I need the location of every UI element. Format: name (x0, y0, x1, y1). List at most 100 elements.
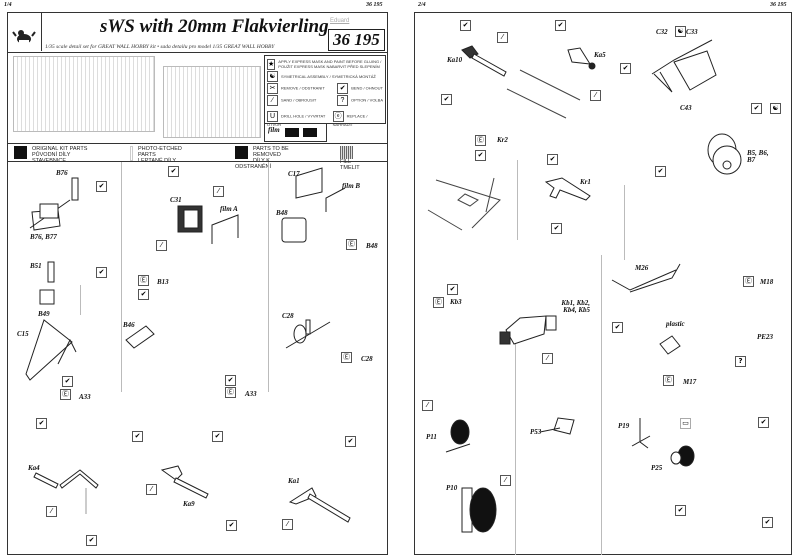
drawing-p53 (539, 417, 575, 435)
film-a-label: film A (220, 205, 238, 213)
right-page-frame (414, 12, 792, 555)
drawing-p19 (631, 418, 651, 449)
option-icon: ? (735, 356, 746, 367)
key-label-en: FILL (340, 159, 352, 165)
part-label-ka9: Ka9 (183, 500, 195, 508)
yin-yang-icon: ☯ (675, 26, 686, 37)
bend-icon: ✔ (762, 517, 773, 528)
bend-icon: ✔ (447, 284, 458, 295)
bend-icon: ✔ (547, 154, 558, 165)
part-label-kb-group: Kb1, Kb2, Kb4, Kb5 (561, 299, 590, 314)
replace-ref-a33: A33 (245, 390, 257, 398)
part-label-c43: C43 (680, 104, 692, 112)
drawing-ka10 (461, 45, 507, 77)
bend-icon: ✔ (226, 520, 237, 531)
replace-icon: Ⓔ (138, 275, 149, 286)
yin-yang-icon: ☯ (770, 103, 781, 114)
bend-icon: ✔ (225, 375, 236, 386)
sand-icon: ∕ (267, 94, 278, 106)
part-label-m26: M26 (635, 264, 649, 272)
step-divider (80, 285, 81, 315)
bend-icon: ✔ (555, 20, 566, 31)
bend-icon: ✔ (138, 289, 149, 300)
replace-ref-m17: M17 (683, 378, 697, 386)
legend-row-symmetric: ☯ SYMETRICAL ASSEMBLY / SYMETRICKÁ MONTÁ… (267, 70, 383, 82)
key-fill: FILL TMELIT (340, 146, 360, 171)
bend-icon: ✔ (460, 20, 471, 31)
bend-icon: ✔ (168, 166, 179, 177)
legend-row-remove-bend: ✂REMOVE / ODSTRANIT ✔BEND / OHNOUT (267, 82, 383, 94)
key-label-cz: TMELIT (340, 165, 360, 171)
part-label-c32: C32 (656, 28, 668, 36)
part-label-p25: P25 (651, 464, 663, 472)
legend-text: REMOVE / ODSTRANIT (281, 85, 325, 91)
part-label-b46: B46 (123, 321, 135, 329)
key-label-en: PHOTO-ETCHED PARTS (138, 146, 182, 158)
drawing-kb-assembly (499, 315, 557, 345)
step-divider (601, 255, 602, 555)
sand-icon: ⁄ (46, 506, 57, 517)
step-divider (268, 162, 269, 392)
legend-row-sand-option: ∕SAND / OBROUSIT ?OPTION / VOLBA (267, 94, 383, 106)
part-label-p11: P11 (426, 433, 437, 441)
drawing-c43 (651, 39, 717, 93)
replace-icon: Ⓔ (475, 135, 486, 146)
replace-ref-m18: M18 (760, 278, 774, 286)
bend-icon: ✔ (132, 431, 143, 442)
drawing-c15 (25, 319, 77, 381)
drawing-c31 (177, 205, 203, 233)
star-mask-icon: ★ (267, 58, 276, 70)
product-code-corner: 36 195 (366, 2, 383, 8)
legend-text: REPLACE / NAHRADIT (332, 113, 368, 127)
bend-icon: ✔ (96, 267, 107, 278)
legend-row-mask: ★ APPLY EXPRESS MASK AND PAINT BEFORE GL… (267, 58, 383, 70)
bend-icon: ✔ (612, 322, 623, 333)
swatch-original (14, 146, 27, 159)
drawing-kr1 (544, 177, 591, 201)
part-label-c28: C28 (282, 312, 294, 320)
step-divider (515, 330, 516, 555)
part-label-pe23: PE23 (757, 333, 773, 341)
part-label-ka4: Ka4 (28, 464, 40, 472)
bend-icon: ✔ (212, 431, 223, 442)
part-label-c15: C15 (17, 330, 29, 338)
drawing-film-b (325, 187, 346, 212)
plastic-label: plastic (666, 320, 685, 328)
drawing-b76-b77 (29, 177, 79, 231)
key-top-divider (8, 143, 388, 144)
fret-sheet-1 (13, 56, 155, 132)
swatch-fill (340, 146, 353, 159)
eduard-logo-icon (12, 30, 36, 44)
bend-icon: ✔ (441, 94, 452, 105)
replace-ref-b48: B48 (366, 242, 378, 250)
replace-icon: Ⓔ (433, 297, 444, 308)
part-label-p53: P53 (530, 428, 542, 436)
step-divider (121, 162, 122, 392)
sand-icon: ⁄ (500, 475, 511, 486)
part-label-b48: B48 (276, 209, 288, 217)
replace-ref-a33: A33 (79, 393, 91, 401)
drawing-m26 (611, 263, 681, 293)
drawing-b51-b49 (39, 261, 55, 305)
legend-text: OPTION / VOLBA (350, 97, 383, 103)
replace-ref-c28: C28 (361, 355, 373, 363)
sand-icon: ⁄ (497, 32, 508, 43)
brand-mark: Eduard (330, 18, 350, 24)
legend-text: APPLY EXPRESS MASK AND PAINT BEFORE GLUI… (278, 59, 382, 69)
replace-icon: Ⓔ (60, 389, 71, 400)
replace-ref-kb3: Kb3 (450, 298, 462, 306)
sand-icon: ⁄ (422, 400, 433, 411)
page-number: 2/4 (418, 2, 426, 8)
part-label-b51: B51 (30, 262, 42, 270)
header-divider (8, 52, 388, 53)
drawing-ka9 (160, 465, 209, 499)
replace-icon: Ⓔ (743, 276, 754, 287)
drawing-plastic-part (659, 335, 681, 355)
film-b-label: film B (342, 182, 361, 190)
kit-title: sWS with 20mm Flakvierling (100, 16, 329, 37)
drawing-p25 (670, 445, 695, 467)
bend-icon: ✔ (345, 436, 356, 447)
drawing-b46 (125, 325, 155, 349)
